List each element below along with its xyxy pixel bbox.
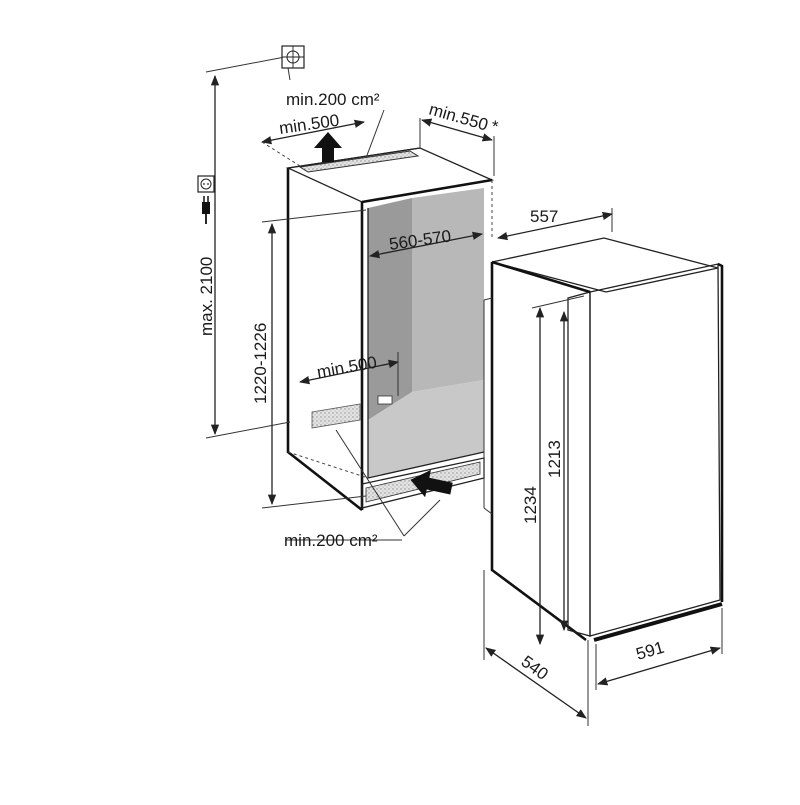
depth-clearance-asterisk: *: [492, 117, 499, 136]
niche-left-wall: [368, 198, 412, 420]
appliance-door: [589, 263, 721, 637]
niche-depth-label: 557: [530, 207, 558, 226]
cabinet-back-top: [287, 147, 421, 169]
dimension-top-vent-area: min.200 cm²: [286, 90, 385, 162]
dimension-bottom-vent-area: min.200 cm²: [284, 429, 453, 550]
depth-clearance-label: min.550: [427, 100, 490, 135]
airflow-in-arrow: [410, 469, 453, 498]
cabinet-front-top: [361, 178, 493, 204]
ventilation-symbol-icon: [281, 45, 305, 81]
vent-cutout: [377, 395, 393, 405]
top-vent-grille: [298, 150, 420, 173]
dimension-appliance-depth: 540: [483, 570, 589, 726]
dimension-max-height: max. 2100: [197, 55, 291, 439]
appliance-height-label: 1234: [521, 486, 540, 524]
niche-back-wall: [412, 188, 484, 392]
cabinet-left-side: [286, 168, 363, 512]
appliance-top: [491, 237, 719, 293]
appliance-front-frame: [567, 291, 591, 637]
top-vent-area-label: min.200 cm²: [286, 90, 380, 109]
door-right-edge: [717, 262, 724, 602]
appliance-width-label: 591: [634, 638, 667, 664]
airflow-up-arrow: [314, 132, 342, 162]
power-plug-icon: [202, 196, 210, 224]
dimension-depth-clearance: min.550 *: [419, 100, 499, 176]
top-clearance-label: min.500: [278, 111, 341, 138]
appliance: [483, 237, 724, 642]
door-height-label: 1213: [545, 440, 564, 478]
dimension-appliance-height: 1234: [521, 295, 585, 646]
socket-icon: [197, 175, 215, 193]
niche-cabinet: [285, 147, 495, 512]
niche-height-label: 1220-1226: [251, 323, 270, 404]
appliance-side-front: [490, 262, 587, 642]
dimension-niche-height: 1220-1226: [251, 209, 367, 509]
dimension-door-height: 1213: [545, 310, 569, 632]
appliance-depth-label: 540: [518, 652, 552, 684]
niche-floor: [368, 380, 484, 478]
dimension-top-clearance: min.500: [260, 111, 366, 167]
max-height-label: max. 2100: [197, 257, 216, 336]
dimension-niche-depth: 557: [496, 207, 614, 241]
bottom-vent-area-label: min.200 cm²: [284, 531, 378, 550]
rear-vent-grille: [311, 403, 361, 429]
door-bottom-trim: [593, 602, 723, 642]
